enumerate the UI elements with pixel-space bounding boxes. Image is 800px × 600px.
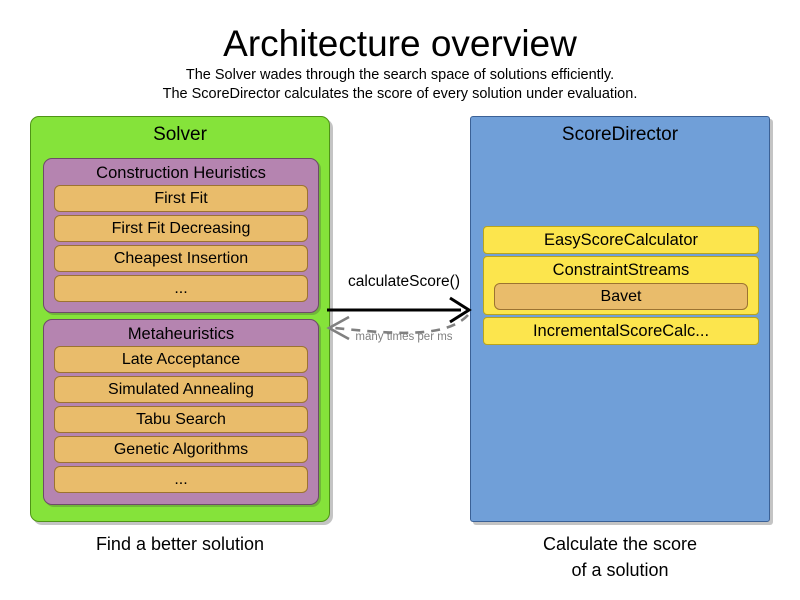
list-item[interactable]: Late Acceptance bbox=[54, 346, 308, 373]
list-item[interactable]: First Fit Decreasing bbox=[54, 215, 308, 242]
list-item-ellipsis[interactable]: ... bbox=[54, 275, 308, 302]
scoredirector-panel[interactable]: ScoreDirector EasyScoreCalculator Constr… bbox=[470, 116, 770, 522]
metaheuristics-item-list: Late Acceptance Simulated Annealing Tabu… bbox=[44, 346, 318, 496]
scoredirector-panel-title: ScoreDirector bbox=[561, 124, 679, 145]
caption-scoredirector: Calculate the score of a solution bbox=[470, 531, 770, 583]
page-subtitle-line-2: The ScoreDirector calculates the score o… bbox=[162, 86, 638, 102]
group-metaheuristics[interactable]: Metaheuristics Late Acceptance Simulated… bbox=[43, 319, 319, 505]
list-item-constraintstreams[interactable]: ConstraintStreams Bavet bbox=[483, 256, 759, 315]
caption-scoredirector-line-2: of a solution bbox=[571, 560, 669, 580]
constraintstreams-label: ConstraintStreams bbox=[552, 261, 690, 279]
list-item-bavet[interactable]: Bavet bbox=[494, 283, 748, 310]
many-times-per-ms-arrow bbox=[326, 314, 469, 341]
caption-scoredirector-line-1: Calculate the score bbox=[542, 534, 698, 554]
construction-heuristics-item-list: First Fit First Fit Decreasing Cheapest … bbox=[44, 185, 318, 305]
list-item-easyscorecalculator[interactable]: EasyScoreCalculator bbox=[483, 226, 759, 254]
list-item[interactable]: Genetic Algorithms bbox=[54, 436, 308, 463]
calculate-score-arrow bbox=[327, 296, 472, 324]
calculate-score-label: calculateScore() bbox=[348, 273, 460, 290]
solver-panel[interactable]: Solver Construction Heuristics First Fit… bbox=[30, 116, 330, 522]
caption-solver: Find a better solution bbox=[95, 534, 265, 554]
page-subtitle-line-1: The Solver wades through the search spac… bbox=[185, 67, 615, 83]
connector-arrows bbox=[326, 296, 472, 341]
group-construction-heuristics-title: Construction Heuristics bbox=[96, 164, 266, 182]
list-item[interactable]: Cheapest Insertion bbox=[54, 245, 308, 272]
page-title: Architecture overview bbox=[223, 23, 577, 64]
solver-panel-title: Solver bbox=[153, 124, 207, 145]
score-calculator-list: EasyScoreCalculator ConstraintStreams Ba… bbox=[483, 226, 759, 347]
list-item-ellipsis[interactable]: ... bbox=[54, 466, 308, 493]
list-item[interactable]: First Fit bbox=[54, 185, 308, 212]
page-header: Architecture overview The Solver wades t… bbox=[0, 22, 800, 104]
list-item-incrementalscorecalculator[interactable]: IncrementalScoreCalc... bbox=[483, 317, 759, 345]
list-item[interactable]: Tabu Search bbox=[54, 406, 308, 433]
group-metaheuristics-title: Metaheuristics bbox=[127, 325, 235, 343]
list-item[interactable]: Simulated Annealing bbox=[54, 376, 308, 403]
group-construction-heuristics[interactable]: Construction Heuristics First Fit First … bbox=[43, 158, 319, 313]
many-times-per-ms-label: many times per ms bbox=[355, 331, 453, 343]
